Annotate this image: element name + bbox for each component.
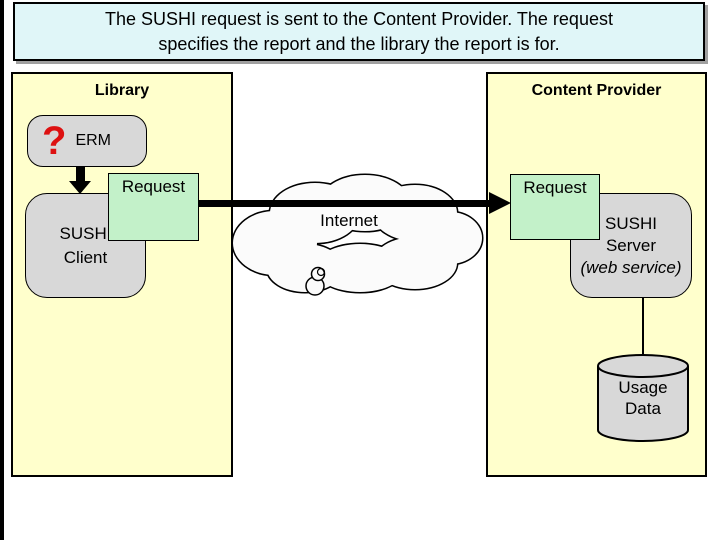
down-arrow-icon	[76, 166, 85, 182]
sushi-server-line-3: (web service)	[580, 257, 682, 277]
request-flow-arrow-line	[199, 200, 490, 207]
erm-node: ? ERM	[27, 115, 147, 167]
sushi-server-line-2: Server	[605, 235, 657, 255]
provider-request-box: Request	[510, 174, 600, 240]
usage-data-line-2: Data	[625, 399, 661, 418]
title-line-2: specifies the report and the library the…	[158, 33, 560, 54]
sushi-client-line-1: SUSHI	[59, 223, 112, 243]
internet-cloud-icon	[231, 173, 484, 296]
server-to-database-connector	[642, 297, 644, 355]
request-flow-arrow-head-icon	[489, 192, 511, 214]
usage-data-line-1: Usage	[618, 378, 668, 397]
library-request-box: Request	[108, 173, 199, 241]
question-mark-icon: ?	[42, 119, 67, 163]
usage-data-cylinder-icon	[597, 354, 689, 442]
content-provider-panel-label: Content Provider	[531, 82, 662, 99]
sushi-server-line-1: SUSHI	[605, 213, 657, 233]
erm-label: ERM	[75, 132, 111, 149]
internet-label: Internet	[320, 211, 378, 230]
library-panel-label: Library	[94, 82, 150, 99]
title-line-1: The SUSHI request is sent to the Content…	[105, 8, 613, 29]
sushi-server-node: SUSHI Server (web service)	[570, 193, 692, 298]
screen-edge-left	[0, 0, 4, 540]
down-arrow-head-icon	[69, 181, 91, 194]
library-request-label: Request	[121, 177, 186, 196]
sushi-client-line-2: Client	[63, 247, 108, 267]
title-box: The SUSHI request is sent to the Content…	[13, 2, 705, 61]
provider-request-label: Request	[523, 178, 587, 197]
usage-data-label: Usage Data	[593, 377, 693, 419]
